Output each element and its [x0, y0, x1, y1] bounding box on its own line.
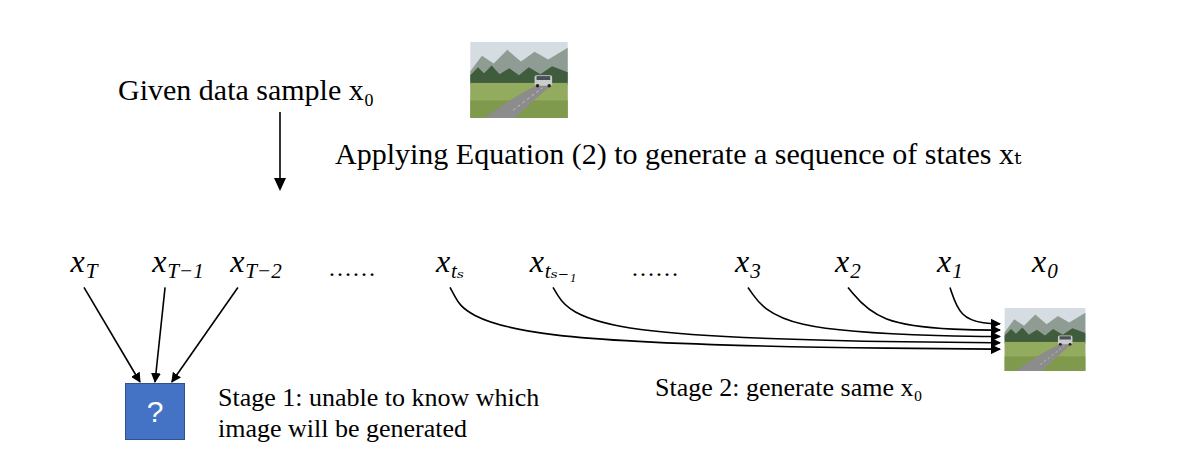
- state-symbol: x: [937, 243, 951, 279]
- state-symbol: x: [835, 243, 849, 279]
- state-subscript: T−2: [245, 259, 282, 283]
- photo-illustration: [470, 42, 567, 118]
- state-symbol: x: [436, 243, 450, 279]
- arrow-connector: [748, 287, 1000, 336]
- state-subscript: T−1: [167, 259, 204, 283]
- state-subscript: 0: [1047, 259, 1058, 283]
- state-subscript: tₛ₋₁: [545, 259, 576, 283]
- arrow-connector: [84, 287, 140, 382]
- state-symbol: x: [735, 243, 749, 279]
- state-symbol: x: [152, 243, 166, 279]
- state-node: x3: [735, 245, 761, 286]
- arrow-connector: [155, 287, 165, 382]
- state-node: xT−2: [230, 245, 282, 286]
- caption-text: Applying Equation (2) to generate a sequ…: [335, 136, 1021, 172]
- question-box: ?: [125, 383, 185, 440]
- state-symbol: x: [1032, 243, 1046, 279]
- caption-text: Given data sample x₀: [118, 72, 374, 108]
- arrow-connector: [950, 287, 1000, 323]
- state-subscript: 3: [750, 259, 761, 283]
- state-node: x0: [1000, 245, 1090, 372]
- state-subscript: tₛ: [451, 259, 464, 283]
- arrow-connector: [450, 287, 1000, 349]
- arrow-connector: [172, 287, 238, 382]
- ellipsis: ……: [328, 254, 376, 283]
- question-mark: ?: [147, 397, 164, 427]
- stage-note: Stage 2: generate same x₀: [655, 372, 923, 403]
- state-symbol: x: [230, 243, 244, 279]
- state-symbol: x: [530, 243, 544, 279]
- state-node: xT−1: [152, 245, 204, 286]
- stage-note: Stage 1: unable to know which image will…: [218, 382, 588, 444]
- state-node: x1: [937, 245, 963, 286]
- state-node: xtₛ: [436, 245, 464, 286]
- state-subscript: 1: [952, 259, 963, 283]
- state-node: xtₛ₋₁: [530, 245, 577, 286]
- photo-illustration: [1005, 308, 1086, 371]
- state-node: x2: [835, 245, 861, 286]
- ellipsis: ……: [631, 254, 679, 283]
- state-node: xT: [71, 245, 98, 286]
- state-subscript: T: [86, 259, 98, 283]
- arrow-connector: [848, 287, 1000, 330]
- arrow-connector: [553, 287, 1000, 342]
- down-arrow: [274, 112, 286, 191]
- state-symbol: x: [71, 243, 85, 279]
- state-subscript: 2: [850, 259, 861, 283]
